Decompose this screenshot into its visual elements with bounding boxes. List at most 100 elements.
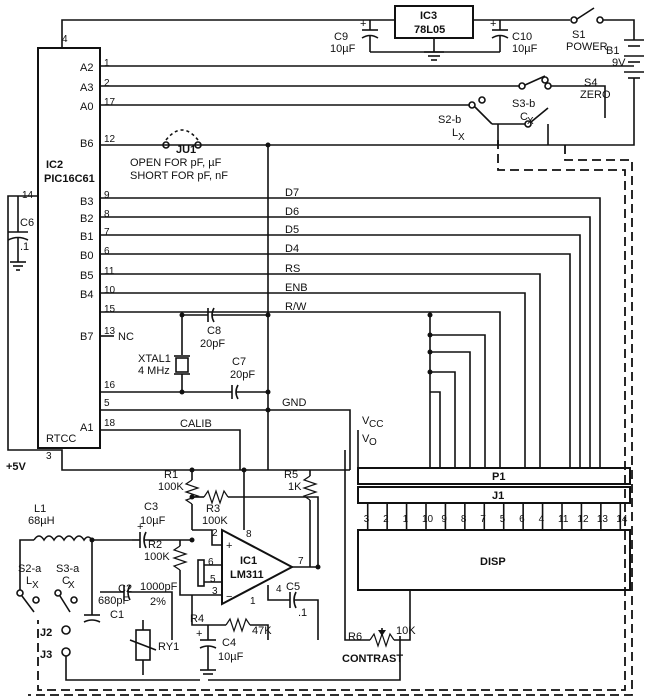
- ic1-pin-num: 2: [212, 528, 218, 539]
- j3-jack: [61, 647, 71, 657]
- c3-plus: +: [137, 521, 143, 533]
- l1-value: 68µH: [28, 515, 55, 527]
- xtal1-ref: XTAL1: [138, 353, 171, 365]
- r2-value: 100K: [144, 551, 170, 563]
- disp-pin-number: 10: [422, 514, 434, 525]
- r3-ref: R3: [206, 503, 220, 515]
- disp-pin-number: 6: [519, 514, 525, 525]
- data-bus: D7 D6 D5 D4 RS ENB R/W: [100, 187, 601, 470]
- sig-vcc-sub: CC: [369, 419, 383, 430]
- ic1-part: LM311: [230, 569, 264, 581]
- s3b-ref: S3-b: [512, 98, 535, 110]
- sig-d4: D4: [285, 243, 299, 255]
- p1-ref: P1: [492, 471, 505, 483]
- sig-d6: D6: [285, 206, 299, 218]
- ju1-line1: OPEN FOR pF, µF: [130, 157, 222, 169]
- r6-value: 10K: [396, 625, 416, 637]
- ic2-pin-b7: B7: [80, 331, 93, 343]
- pin-num: 15: [104, 304, 116, 315]
- c3-value: 10µF: [140, 515, 166, 527]
- svg-text:+: +: [196, 628, 202, 640]
- j3-ref: J3: [40, 649, 52, 661]
- r4-value: 47K: [252, 625, 272, 637]
- c6-ref: C6: [20, 217, 34, 229]
- pin-num: 11: [104, 266, 115, 277]
- disp-pin-number: 7: [480, 514, 486, 525]
- ic1-pin-num: 6: [208, 557, 214, 568]
- c2-value: 1000pF: [140, 581, 178, 593]
- s1-ref: S1: [572, 29, 585, 41]
- c5-ref: C5: [286, 581, 300, 593]
- sig-d7: D7: [285, 187, 299, 199]
- ic3-ref: IC3: [420, 10, 437, 22]
- oscillator-section: R1 100K R3 100K R5 1K IC1 LM311 + − 2 3 …: [16, 467, 416, 681]
- c7-value: 20pF: [230, 369, 255, 381]
- power-supply-section: IC3 78L05 + C9 10µF + C10 10µF S1 POWER: [61, 5, 644, 146]
- control-lines: S4 ZERO S2-b L X S3-b C X JU1 OPEN FOR p…: [100, 65, 634, 182]
- s1-label: POWER: [566, 41, 608, 53]
- disp-pin-number: 12: [577, 514, 589, 525]
- s4-ref: S4: [584, 77, 597, 89]
- pin-num: 1: [104, 58, 110, 69]
- svg-text:+: +: [490, 18, 496, 30]
- s4-label: ZERO: [580, 89, 611, 101]
- ry1-ref: RY1: [158, 641, 179, 653]
- ju1-line2: SHORT FOR pF, nF: [130, 170, 228, 182]
- c9-value: 10µF: [330, 43, 356, 55]
- ic2-pin-b1: B1: [80, 231, 93, 243]
- svg-text:+: +: [226, 540, 232, 552]
- ic1-pin-num: 3: [212, 586, 218, 597]
- sig-nc: NC: [118, 331, 134, 343]
- sig-vo: V: [362, 433, 370, 445]
- ic2-pin-b3: B3: [80, 196, 93, 208]
- s2a-sub: X: [32, 580, 39, 591]
- c8-ref: C8: [207, 325, 221, 337]
- pin-num: 13: [104, 326, 116, 337]
- ic2-pin3-num: 3: [46, 451, 52, 462]
- s3a-sub: X: [68, 580, 75, 591]
- pin-num: 5: [104, 398, 110, 409]
- pin-num: 6: [104, 246, 110, 257]
- svg-text:−: −: [226, 591, 232, 603]
- ju1-pin: [194, 141, 202, 149]
- r4-ref: R4: [190, 613, 204, 625]
- left-rail: C6 .1 +5V: [6, 195, 350, 473]
- ic1-pin-num: 1: [250, 596, 256, 607]
- r2-ref: R2: [148, 539, 162, 551]
- ic2-pin-a0: A0: [80, 101, 93, 113]
- pin-num: 17: [104, 97, 116, 108]
- sig-vcc: V: [362, 415, 370, 427]
- ju1-ref: JU1: [176, 144, 196, 156]
- disp-pin-number: 13: [597, 514, 609, 525]
- c8-value: 20pF: [200, 338, 225, 350]
- r1-value: 100K: [158, 481, 184, 493]
- ic1-pin-num: 5: [210, 574, 216, 585]
- ic1-ref: IC1: [240, 555, 257, 567]
- disp-pin-number: 11: [558, 514, 569, 525]
- pin-num: 16: [104, 380, 116, 391]
- disp-pin-number: 4: [539, 514, 545, 525]
- c1-ref: C1: [110, 609, 124, 621]
- sig-plus5v: +5V: [6, 461, 27, 473]
- sig-enb: ENB: [285, 282, 308, 294]
- ic2-pin-b4: B4: [80, 289, 93, 301]
- j2-ref: J2: [40, 627, 52, 639]
- c5-value: .1: [298, 607, 307, 619]
- ic2-pin-a1: A1: [80, 422, 93, 434]
- ic2-pin-a3: A3: [80, 82, 93, 94]
- j1-connector: [357, 486, 631, 504]
- s2a-ref: S2-a: [18, 563, 42, 575]
- ic2-pin-b2: B2: [80, 213, 93, 225]
- ic2-pin-b5: B5: [80, 270, 93, 282]
- c7-ref: C7: [232, 356, 246, 368]
- c3-ref: C3: [144, 501, 158, 513]
- svg-text:+: +: [360, 18, 366, 30]
- s2a-label: L: [26, 575, 32, 587]
- disp-pin-number: 9: [441, 514, 447, 525]
- ic1-comparator: [221, 528, 295, 606]
- j2-jack: [61, 625, 71, 635]
- ic2-pin-numbers: 1 2 17 12 9 8 7 6 11 10 15 13 16 5 18: [104, 58, 116, 429]
- s2b-label: L: [452, 127, 458, 139]
- c6-value: .1: [20, 241, 29, 253]
